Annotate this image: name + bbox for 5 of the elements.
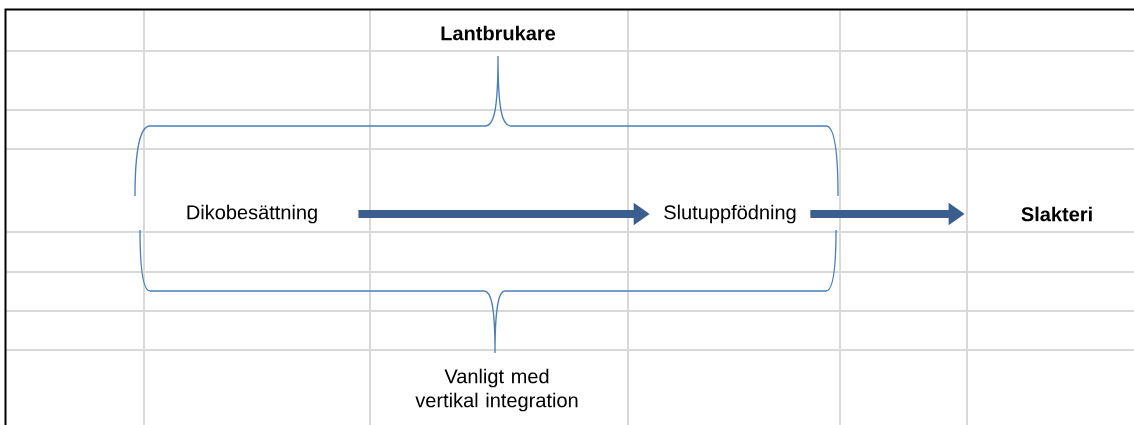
caption-text: Vanligt med vertikal integration [415, 368, 578, 412]
stage-label: Slutuppfödning [664, 204, 796, 224]
caption-text: Lantbrukare [441, 25, 556, 41]
stage-label: Slakteri [1021, 206, 1092, 222]
stage-label: Dikobesättning [187, 204, 317, 224]
